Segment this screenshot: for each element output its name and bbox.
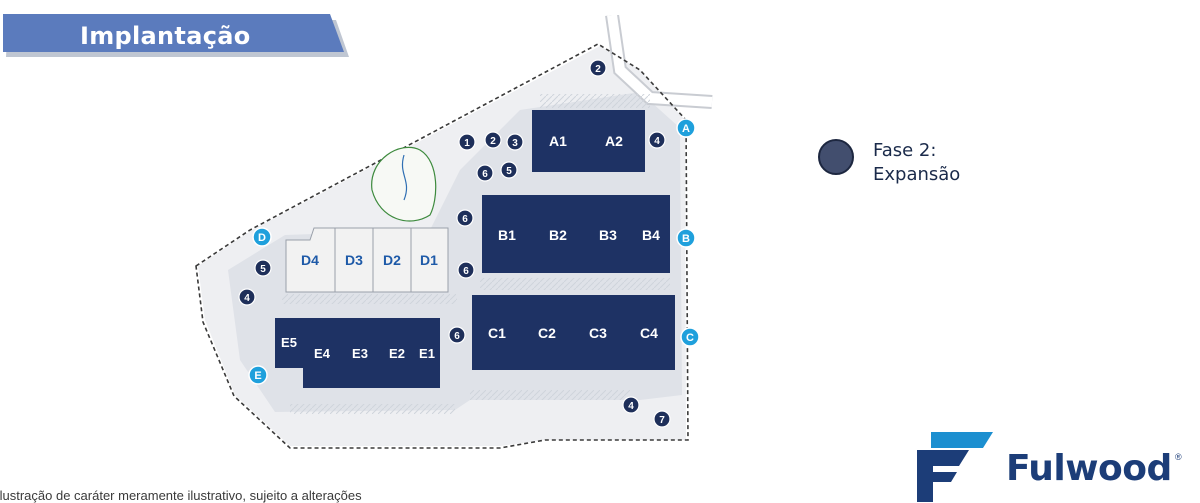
building-A2[interactable]: A2 bbox=[584, 110, 645, 172]
svg-text:E3: E3 bbox=[352, 346, 368, 361]
title-banner: Implantação bbox=[0, 14, 350, 58]
number-marker[interactable]: 2 bbox=[484, 131, 502, 149]
building-D4[interactable]: D4 bbox=[285, 227, 336, 293]
building-C1[interactable]: C1 bbox=[472, 295, 522, 370]
svg-text:2: 2 bbox=[595, 64, 601, 75]
svg-text:D: D bbox=[258, 232, 266, 244]
building-B3[interactable]: B3 bbox=[584, 195, 632, 273]
number-marker[interactable]: 7 bbox=[653, 410, 671, 428]
svg-text:A: A bbox=[682, 123, 690, 135]
building-C4[interactable]: C4 bbox=[624, 295, 675, 370]
site-boundary bbox=[195, 43, 689, 449]
building-E5[interactable]: E5 bbox=[275, 318, 303, 368]
building-E4[interactable]: E4 bbox=[303, 318, 341, 388]
page-title: Implantação bbox=[80, 22, 251, 50]
svg-text:6: 6 bbox=[454, 331, 460, 342]
site-plan: A1 A2 B1 B2 B3 B4 C1 C2 C3 C4 D4 bbox=[195, 15, 713, 449]
number-marker[interactable]: 6 bbox=[456, 209, 474, 227]
parking-area bbox=[282, 294, 457, 304]
svg-text:5: 5 bbox=[260, 264, 266, 275]
svg-text:D2: D2 bbox=[383, 252, 401, 268]
access-marker-A[interactable]: A bbox=[676, 118, 696, 138]
svg-text:1: 1 bbox=[464, 138, 470, 149]
banner-shape bbox=[3, 14, 349, 57]
number-marker[interactable]: 5 bbox=[254, 259, 272, 277]
legend-line-2: Expansão bbox=[873, 164, 961, 185]
svg-text:6: 6 bbox=[463, 266, 469, 277]
building-A1[interactable]: A1 bbox=[532, 110, 584, 172]
number-marker[interactable]: 3 bbox=[506, 133, 524, 151]
number-marker[interactable]: 4 bbox=[622, 396, 640, 414]
svg-text:6: 6 bbox=[462, 214, 468, 225]
number-marker[interactable]: 6 bbox=[457, 261, 475, 279]
svg-text:2: 2 bbox=[490, 136, 496, 147]
building-B1[interactable]: B1 bbox=[482, 195, 532, 273]
parking-area bbox=[470, 390, 630, 400]
svg-text:A2: A2 bbox=[605, 133, 623, 149]
svg-text:C1: C1 bbox=[488, 325, 506, 341]
svg-text:4: 4 bbox=[244, 293, 250, 304]
legend-label: Fase 2: Expansão bbox=[873, 139, 1033, 187]
svg-text:B2: B2 bbox=[549, 227, 567, 243]
footnote: Ilustração de caráter meramente ilustrat… bbox=[0, 488, 362, 503]
building-B2[interactable]: B2 bbox=[532, 195, 584, 273]
building-D3[interactable]: D3 bbox=[334, 227, 374, 293]
parking-area bbox=[480, 278, 670, 290]
access-marker-D[interactable]: D bbox=[252, 227, 272, 247]
green-area bbox=[371, 146, 437, 222]
svg-text:4: 4 bbox=[628, 401, 634, 412]
svg-text:A1: A1 bbox=[549, 133, 567, 149]
legend-line-1: Fase 2: bbox=[873, 140, 937, 161]
svg-text:B: B bbox=[682, 233, 690, 245]
svg-text:D4: D4 bbox=[301, 252, 319, 268]
svg-text:C2: C2 bbox=[538, 325, 556, 341]
brand-name: Fulwood bbox=[1006, 448, 1172, 489]
svg-text:5: 5 bbox=[506, 166, 512, 177]
number-marker[interactable]: 2 bbox=[589, 59, 607, 77]
svg-text:E1: E1 bbox=[419, 346, 435, 361]
access-marker-C[interactable]: C bbox=[680, 327, 700, 347]
svg-text:C3: C3 bbox=[589, 325, 607, 341]
number-marker[interactable]: 4 bbox=[238, 288, 256, 306]
building-D1[interactable]: D1 bbox=[410, 227, 449, 293]
building-C2[interactable]: C2 bbox=[522, 295, 573, 370]
access-marker-E[interactable]: E bbox=[248, 365, 268, 385]
svg-text:B1: B1 bbox=[498, 227, 516, 243]
building-E1[interactable]: E1 bbox=[415, 318, 440, 388]
building-D2[interactable]: D2 bbox=[372, 227, 412, 293]
svg-text:B3: B3 bbox=[599, 227, 617, 243]
number-marker[interactable]: 4 bbox=[648, 131, 666, 149]
fulwood-logo-icon bbox=[917, 432, 993, 502]
number-marker[interactable]: 6 bbox=[448, 326, 466, 344]
svg-text:6: 6 bbox=[482, 169, 488, 180]
building-E2[interactable]: E2 bbox=[379, 318, 415, 388]
access-marker-B[interactable]: B bbox=[676, 228, 696, 248]
svg-text:C: C bbox=[686, 332, 694, 344]
parking-area bbox=[290, 404, 455, 414]
svg-text:E2: E2 bbox=[389, 346, 405, 361]
number-marker[interactable]: 5 bbox=[500, 161, 518, 179]
parking-area bbox=[540, 94, 650, 108]
building-B4[interactable]: B4 bbox=[632, 195, 670, 273]
svg-text:3: 3 bbox=[512, 138, 518, 149]
building-C3[interactable]: C3 bbox=[573, 295, 624, 370]
svg-text:B4: B4 bbox=[642, 227, 660, 243]
svg-text:E5: E5 bbox=[281, 335, 297, 350]
building-E3[interactable]: E3 bbox=[341, 318, 379, 388]
number-marker[interactable]: 1 bbox=[458, 133, 476, 151]
legend-swatch bbox=[818, 139, 854, 175]
svg-text:D1: D1 bbox=[420, 252, 438, 268]
svg-text:E: E bbox=[254, 370, 261, 382]
svg-text:C4: C4 bbox=[640, 325, 658, 341]
svg-text:E4: E4 bbox=[314, 346, 331, 361]
registered-mark: ® bbox=[1175, 452, 1182, 462]
number-marker[interactable]: 6 bbox=[476, 164, 494, 182]
svg-text:D3: D3 bbox=[345, 252, 363, 268]
svg-text:7: 7 bbox=[659, 415, 665, 426]
svg-text:4: 4 bbox=[654, 136, 660, 147]
